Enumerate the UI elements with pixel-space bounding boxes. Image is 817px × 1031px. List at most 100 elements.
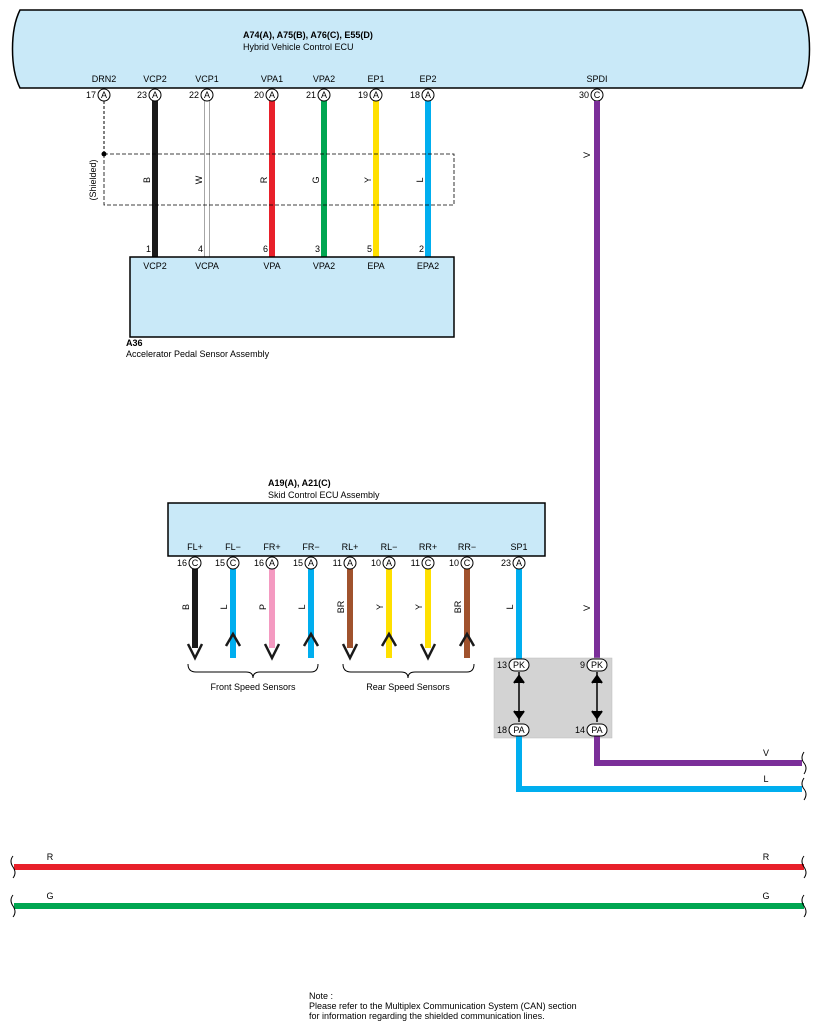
- connector-bubble: [148, 88, 162, 102]
- connector-letter: A: [321, 90, 327, 100]
- pin-number: 18: [497, 725, 507, 735]
- connector-bubble: [265, 88, 279, 102]
- pin-number: 16: [254, 558, 264, 568]
- bus-wire-r-label-left: R: [47, 852, 54, 862]
- pedal-pin-number: 4: [198, 244, 203, 254]
- pedal-terminal-names: VCP2 VCPA VPA VPA2 EPA EPA2: [143, 261, 439, 271]
- pin-number: 20: [254, 90, 264, 100]
- wire-color-rr-plus: Y: [414, 604, 424, 610]
- connector-bubble: [460, 556, 474, 570]
- connector-bubble: [343, 556, 357, 570]
- connector-letter: A: [347, 558, 353, 568]
- rear-sensors-bracket: [342, 663, 475, 679]
- connector-bubble: [586, 723, 608, 737]
- pedal-terminal-epa: EPA: [367, 261, 384, 271]
- front-sensors-bracket: [187, 663, 319, 679]
- connector-letter: A: [269, 558, 275, 568]
- wire-color-fr-plus: P: [258, 604, 268, 610]
- terminal-rl-minus: RL−: [381, 542, 398, 552]
- continuation-mark: [801, 894, 807, 918]
- pin-number: 18: [410, 90, 420, 100]
- wire-out-v-label: V: [763, 748, 769, 758]
- connector-letter: C: [594, 90, 601, 100]
- pedal-terminal-vpa2: VPA2: [313, 261, 335, 271]
- arrow-up-icon: [302, 631, 320, 647]
- terminal-fr-plus: FR+: [263, 542, 280, 552]
- arrow-up-icon: [513, 674, 525, 684]
- shielded-label: (Shielded): [88, 159, 98, 200]
- wire-color-rl-minus: Y: [375, 604, 385, 610]
- pin-number: 11: [333, 558, 342, 568]
- connector-letter: C: [464, 558, 471, 568]
- pedal-terminal-vcp2: VCP2: [143, 261, 167, 271]
- bus-wire-g-label-left: G: [46, 891, 53, 901]
- connector-letter: A: [101, 90, 107, 100]
- wire-color-fl-minus: L: [219, 604, 229, 609]
- pin-number: 15: [293, 558, 303, 568]
- terminal-drn2: DRN2: [92, 74, 117, 84]
- connector-letter: A: [204, 90, 210, 100]
- connector-letter: PK: [591, 660, 603, 670]
- wire-color-rl-plus: BR: [336, 600, 346, 613]
- connector-letter: A: [516, 558, 522, 568]
- wire-color-spdi: V: [582, 152, 592, 158]
- pin-number: 14: [575, 725, 585, 735]
- pedal-pin-number: 5: [367, 244, 372, 254]
- pedal-terminal-vcpa: VCPA: [195, 261, 219, 271]
- pedal-terminal-epa2: EPA2: [417, 261, 439, 271]
- pedal-wires: [101, 101, 431, 257]
- pin-number: 9: [580, 660, 585, 670]
- connector-bubble: [508, 658, 530, 672]
- pin-number: 10: [449, 558, 459, 568]
- skid-ecu-box: [167, 502, 546, 557]
- wire-out-l-label: L: [763, 774, 768, 784]
- hv-ecu-pins: 17 A 23 A 22 A 20 A 21 A 19 A 18 A 30 C: [86, 88, 604, 102]
- arrow-up-icon: [380, 631, 398, 647]
- arrow-down-icon: [419, 643, 437, 661]
- arrow-down-icon: [263, 643, 281, 661]
- note-line-2: for information regarding the shielded c…: [309, 1011, 545, 1021]
- connector-bubble: [188, 556, 202, 570]
- connector-bubble: [512, 556, 526, 570]
- connector-letter: PK: [513, 660, 525, 670]
- rear-sensors-label: Rear Speed Sensors: [366, 682, 450, 692]
- arrow-down-icon: [186, 643, 204, 661]
- bus-wire-g-label-right: G: [762, 891, 769, 901]
- connector-bubble: [226, 556, 240, 570]
- continuation-mark: [10, 894, 16, 918]
- pin-number: 13: [497, 660, 507, 670]
- pin-number: 30: [579, 90, 589, 100]
- speed-sensor-wires: [186, 569, 476, 661]
- pedal-pin-number: 2: [419, 244, 424, 254]
- terminal-vcp1: VCP1: [195, 74, 219, 84]
- pin-number: 15: [215, 558, 225, 568]
- pin-number: 23: [501, 558, 511, 568]
- pedal-name: Accelerator Pedal Sensor Assembly: [126, 349, 270, 359]
- wire-color-ep2: L: [415, 177, 425, 182]
- connector-letter: A: [308, 558, 314, 568]
- arrow-up-icon: [591, 674, 603, 684]
- hv-ecu-subtitle: Hybrid Vehicle Control ECU: [243, 42, 354, 52]
- pedal-pin-number: 3: [315, 244, 320, 254]
- connector-bubble: [317, 88, 331, 102]
- connector-bubble: [421, 556, 435, 570]
- connector-bubble: [97, 88, 111, 102]
- note-heading: Note :: [309, 991, 333, 1001]
- connector-bubble: [265, 556, 279, 570]
- pin-number: 19: [358, 90, 368, 100]
- pin-number: 22: [189, 90, 199, 100]
- wire-out-l: [516, 736, 802, 792]
- arrow-down-icon: [591, 710, 603, 720]
- skid-ecu-terminal-names: FL+ FL− FR+ FR− RL+ RL− RR+ RR− SP1: [187, 542, 527, 552]
- wire-color-sp1: L: [505, 604, 515, 609]
- wire-out-v: [594, 736, 802, 766]
- connector-bubble: [382, 556, 396, 570]
- connector-letter: C: [230, 558, 237, 568]
- hv-ecu-box: [11, 9, 811, 89]
- terminal-fl-plus: FL+: [187, 542, 203, 552]
- pedal-pin-number: 1: [146, 244, 151, 254]
- pin-number: 11: [411, 558, 420, 568]
- connector-letter: C: [425, 558, 432, 568]
- connector-bubble: [369, 88, 383, 102]
- pin-number: 10: [371, 558, 381, 568]
